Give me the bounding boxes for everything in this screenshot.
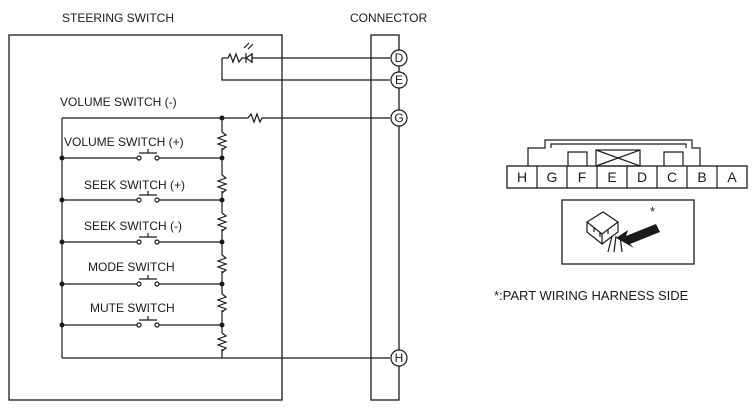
inset-asterisk: *: [650, 204, 655, 219]
connector-title: CONNECTOR: [350, 11, 427, 25]
junction-dots: [59, 115, 225, 328]
illumination-led: [221, 42, 390, 81]
svg-text:D: D: [395, 51, 404, 65]
connector-pin-h: H: [390, 349, 408, 367]
label-mode: MODE SWITCH: [88, 260, 175, 274]
connector-pin-d: D: [390, 49, 408, 67]
harness-note: *:PART WIRING HARNESS SIDE: [494, 288, 689, 303]
connector-face-pin-h: H: [517, 169, 527, 185]
connector-pin-g: G: [390, 109, 408, 127]
connector-pin-e: E: [390, 71, 408, 89]
label-seek-minus: SEEK SWITCH (-): [84, 219, 182, 233]
label-volume-plus: VOLUME SWITCH (+): [64, 135, 184, 149]
connector-face: [506, 139, 748, 189]
connector-face-pin-c: C: [667, 169, 677, 185]
switch-contacts: [136, 149, 160, 328]
ladder-resistors: [216, 131, 228, 352]
arrow-icon: [616, 224, 660, 248]
svg-text:G: G: [394, 111, 403, 125]
connector-face-pin-g: G: [547, 169, 558, 185]
svg-text:E: E: [395, 73, 403, 87]
steering-switch-box: [8, 34, 283, 401]
wiring-harness-inset: *: [561, 199, 695, 265]
label-mute: MUTE SWITCH: [90, 301, 175, 315]
svg-text:H: H: [395, 351, 404, 365]
connector-face-pin-b: B: [697, 169, 706, 185]
connector-face-pin-a: A: [727, 169, 737, 185]
connector-face-pin-d: D: [637, 169, 647, 185]
connector-face-pin-f: F: [578, 169, 587, 185]
label-volume-minus: VOLUME SWITCH (-): [60, 95, 177, 109]
connector-face-pin-e: E: [607, 169, 616, 185]
connector-strip: [370, 34, 400, 401]
label-seek-plus: SEEK SWITCH (+): [84, 178, 185, 192]
steering-switch-title: STEERING SWITCH: [62, 11, 174, 25]
